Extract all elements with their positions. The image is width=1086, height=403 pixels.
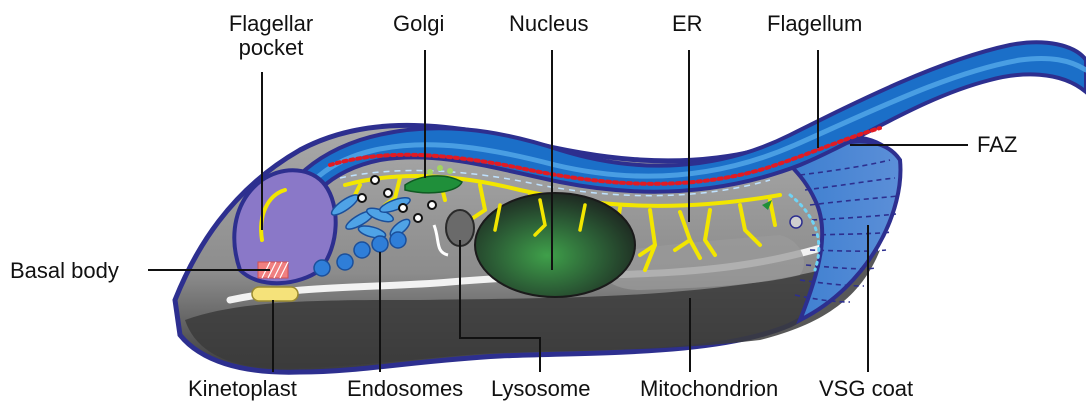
label-er: ER bbox=[672, 12, 703, 36]
label-mitochondrion: Mitochondrion bbox=[640, 377, 778, 401]
posterior-vesicle bbox=[790, 216, 802, 228]
label-lysosome: Lysosome bbox=[491, 377, 590, 401]
label-endosomes: Endosomes bbox=[347, 377, 463, 401]
label-flagellum: Flagellum bbox=[767, 12, 862, 36]
kinetoplast bbox=[252, 287, 298, 301]
label-nucleus: Nucleus bbox=[509, 12, 588, 36]
label-vsg-coat: VSG coat bbox=[819, 377, 913, 401]
label-flagellar-pocket: Flagellar pocket bbox=[226, 12, 316, 60]
label-kinetoplast: Kinetoplast bbox=[188, 377, 297, 401]
label-faz: FAZ bbox=[977, 133, 1017, 157]
label-basal-body: Basal body bbox=[10, 259, 119, 283]
label-golgi: Golgi bbox=[393, 12, 444, 36]
